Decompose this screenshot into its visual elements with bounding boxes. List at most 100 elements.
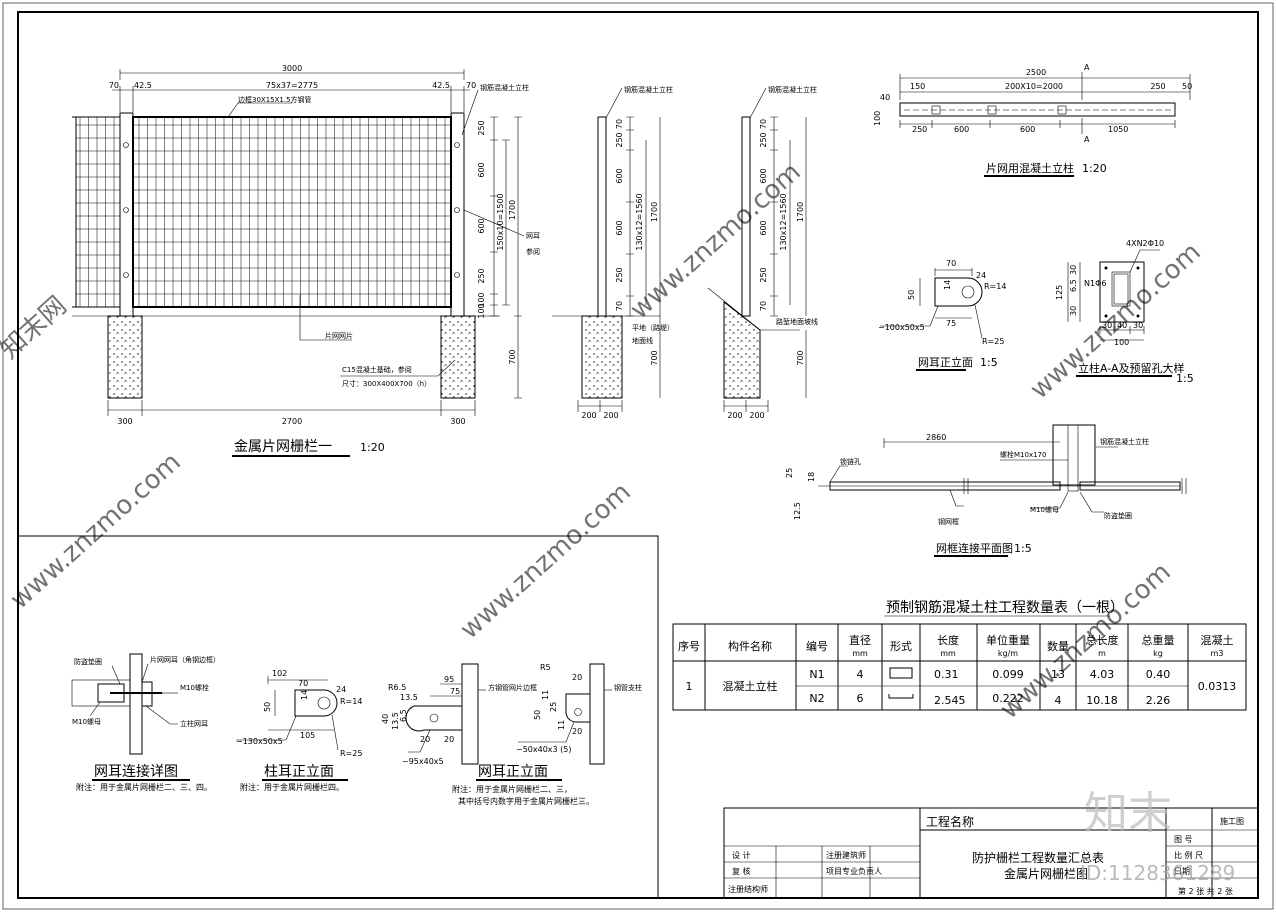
tb-design: 设 计 (732, 850, 751, 860)
dpe-title: 柱耳正立面 (264, 764, 334, 780)
pp-l1: 40 (880, 93, 890, 102)
dc-nut: M10螺母 (72, 717, 101, 726)
sa-overall: 1700 (650, 202, 659, 222)
reserved-hole (1057, 105, 1067, 115)
dne-20a: 20 (420, 735, 430, 744)
pp-m4: 50 (1182, 82, 1192, 91)
jp-scale: 1:5 (1014, 542, 1032, 555)
jp-hole: 锁链孔 (840, 457, 861, 466)
sa-note-1: 平地（路堤） (632, 323, 674, 332)
sa-b1: 200 (581, 411, 596, 420)
bar-shape (888, 694, 914, 699)
dim-side-overall: 1700 (508, 200, 517, 220)
ee-scale: 1:5 (980, 356, 998, 369)
tb-project: 工程名称 (926, 814, 974, 829)
th-uw: 单位重量 (986, 633, 1030, 647)
sb-found: 700 (796, 350, 805, 365)
td-dia-1: 4 (857, 668, 864, 681)
pp-b1: 250 (912, 125, 927, 134)
table-title: 预制钢筋混凝土柱工程数量表（一根） (886, 599, 1124, 616)
td-uw-2: 0.222 (992, 692, 1024, 705)
ps-scale: 1:5 (1176, 372, 1194, 385)
ps-125: 125 (1055, 285, 1064, 300)
sb-overall: 1700 (796, 202, 805, 222)
section-a: 钢筋混凝土立柱 70 250 600 600 250 70 130x12=156… (552, 85, 674, 420)
tb-proj-lead: 项目专业负责人 (826, 866, 882, 876)
pp-b2: 600 (954, 125, 969, 134)
stirrup-shape (889, 667, 913, 679)
ee-r25: R=25 (982, 337, 1004, 346)
dne-b20: 20 (572, 673, 582, 682)
dim-found: 700 (508, 349, 517, 364)
dne-r65: R6.5 (388, 683, 406, 692)
ps-b1: 30 (1102, 321, 1112, 330)
th-uw-unit: kg/m (998, 649, 1018, 658)
dim-left-a: 70 (109, 81, 119, 90)
ps-title: 立柱A-A及预留孔大样 (1078, 361, 1185, 375)
sb-note: 路堑地面坡线 (776, 317, 818, 326)
tb-stage: 施工图 (1220, 816, 1244, 826)
wm-brand-zh: 知末网 (0, 291, 73, 365)
post-holes (931, 105, 1067, 115)
th-form: 形式 (890, 640, 912, 653)
dne-plate-a: −95x40x5 (402, 757, 444, 766)
ps-65: 6.5 (1069, 279, 1078, 292)
th-dia-unit: mm (852, 649, 868, 658)
joint-plan: 2860 25 18 12.5 钢筋混凝土立柱 螺栓M10x170 M10螺母 … (785, 424, 1187, 557)
tb-title-2: 金属片网栅栏图 (1004, 866, 1088, 881)
dim-r-4: 250 (477, 268, 486, 283)
td-code-2: N2 (809, 692, 824, 705)
detail-connection: 防盗垫圈 片网网耳（角钢边框） M10螺栓 立柱网耳 M10螺母 网耳连接详图 … (71, 653, 220, 792)
sa-d3: 600 (615, 168, 624, 183)
dne-b11b: 11 (557, 720, 566, 730)
sa-total: 130x12=1560 (635, 193, 644, 250)
ee-75: 75 (946, 319, 956, 328)
ee-70: 70 (946, 259, 956, 268)
label-ear: 网耳 (526, 232, 540, 240)
ear-elevation: 70 14 24 R=14 50 75 R=25 −100x50x5 网耳正立面… (878, 259, 1006, 371)
jp-washer: 防盗垫圈 (1104, 511, 1132, 520)
dne-label-a: 方钢管网片边框 (488, 683, 537, 692)
pp-b4: 1050 (1108, 125, 1128, 134)
jp-post: 钢筋混凝土立柱 (1100, 437, 1149, 446)
tb-sheet: 第 2 张 共 2 张 (1178, 886, 1233, 896)
dne-75: 75 (450, 687, 460, 696)
dne-20b: 20 (444, 735, 454, 744)
post-section-aa: 4XN2Φ10 30 6.5 30 125 N1Φ6 30 40 30 100 … (1055, 239, 1194, 385)
dc-washer: 防盗垫圈 (74, 657, 102, 666)
dpe-105: 105 (300, 731, 315, 740)
left-panel-part (75, 116, 121, 308)
tb-check: 复 核 (732, 866, 751, 876)
th-no: 序号 (678, 639, 700, 653)
td-tl-2: 10.18 (1086, 694, 1118, 707)
dpe-14: 14 (300, 690, 309, 700)
dc-title: 网耳连接详图 (94, 763, 178, 780)
dne-label-b: 钢管支柱 (614, 683, 642, 692)
dim-b-1: 300 (117, 417, 132, 426)
dpe-70: 70 (298, 679, 308, 688)
th-len-unit: mm (940, 649, 956, 658)
tb-no: 图 号 (1174, 835, 1193, 844)
td-code-1: N1 (809, 668, 824, 681)
dpe-50: 50 (263, 702, 272, 712)
pp-m3: 250 (1150, 82, 1165, 91)
section-b: 钢筋混凝土立柱 70 250 600 600 250 70 130x12=156… (707, 85, 818, 420)
wm-site-2: www.znzmo.com (455, 477, 637, 645)
dne-b25: 25 (549, 702, 558, 712)
pp-a-top: A (1084, 63, 1090, 72)
mesh-panel (76, 117, 451, 307)
ps-b4: 100 (1114, 338, 1129, 347)
th-name: 构件名称 (728, 639, 772, 653)
dne-65: 6.5 (399, 709, 408, 722)
pp-l2: 100 (873, 111, 882, 126)
ee-14: 14 (943, 280, 952, 290)
pp-total: 2500 (1026, 68, 1046, 77)
th-tw: 总重量 (1142, 633, 1175, 647)
th-tw-unit: kg (1153, 649, 1163, 658)
dpe-r14: R=14 (340, 697, 362, 706)
td-tw-2: 2.26 (1146, 694, 1171, 707)
reserved-hole (987, 105, 997, 115)
reserved-hole (931, 105, 941, 115)
pp-b3: 600 (1020, 125, 1035, 134)
